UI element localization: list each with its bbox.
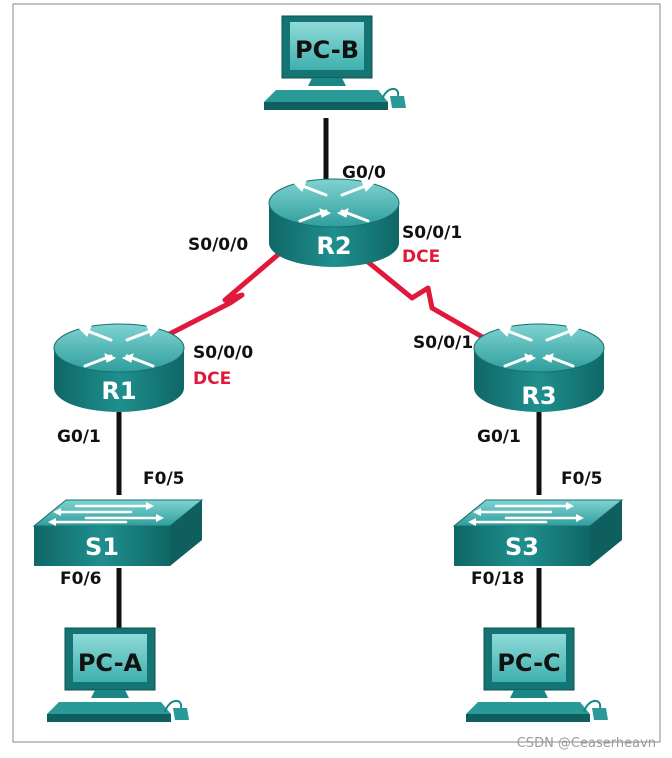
s3-f0-5-label: F0/5 xyxy=(561,469,602,489)
switch-s3[interactable]: S3 xyxy=(452,498,624,568)
switch-s1[interactable]: S1 xyxy=(32,498,204,568)
pc-c[interactable]: PC-C xyxy=(465,627,609,723)
pc-c-label: PC-C xyxy=(497,649,560,677)
interface-labels: G0/0 S0/0/0 S0/0/1 DCE S0/0/0 DCE S0/0/1… xyxy=(57,163,602,589)
s1-label: S1 xyxy=(85,533,119,561)
s3-f0-18-label: F0/18 xyxy=(471,569,524,589)
r1-dce-label: DCE xyxy=(193,369,231,389)
r1-label: R1 xyxy=(101,377,136,405)
router-r3[interactable]: R3 xyxy=(472,322,606,414)
r3-s0-0-1-label: S0/0/1 xyxy=(413,333,473,353)
s3-label: S3 xyxy=(505,533,539,561)
r2-dce-label: DCE xyxy=(402,247,440,267)
r3-label: R3 xyxy=(521,382,556,410)
watermark: CSDN @Ceaserheavn xyxy=(517,736,656,751)
r3-g0-1-label: G0/1 xyxy=(477,427,521,447)
router-r2[interactable]: R2 xyxy=(267,177,401,269)
s1-f0-5-label: F0/5 xyxy=(143,469,184,489)
r2-label: R2 xyxy=(316,232,351,260)
r1-g0-1-label: G0/1 xyxy=(57,427,101,447)
pc-a[interactable]: PC-A xyxy=(46,627,190,723)
r2-s0-0-1-label: S0/0/1 xyxy=(402,223,462,243)
pc-b-label: PC-B xyxy=(295,36,359,64)
pc-b[interactable]: PC-B xyxy=(263,15,407,111)
serial-link-r1-r2 xyxy=(148,251,282,347)
pc-a-label: PC-A xyxy=(78,649,143,677)
r1-s0-0-0-label: S0/0/0 xyxy=(193,343,253,363)
router-r1[interactable]: R1 xyxy=(52,322,186,414)
r2-g0-0-label: G0/0 xyxy=(342,163,386,183)
r2-s0-0-0-label: S0/0/0 xyxy=(188,235,248,255)
serial-link-r2-r3 xyxy=(366,260,507,353)
s1-f0-6-label: F0/6 xyxy=(60,569,101,589)
